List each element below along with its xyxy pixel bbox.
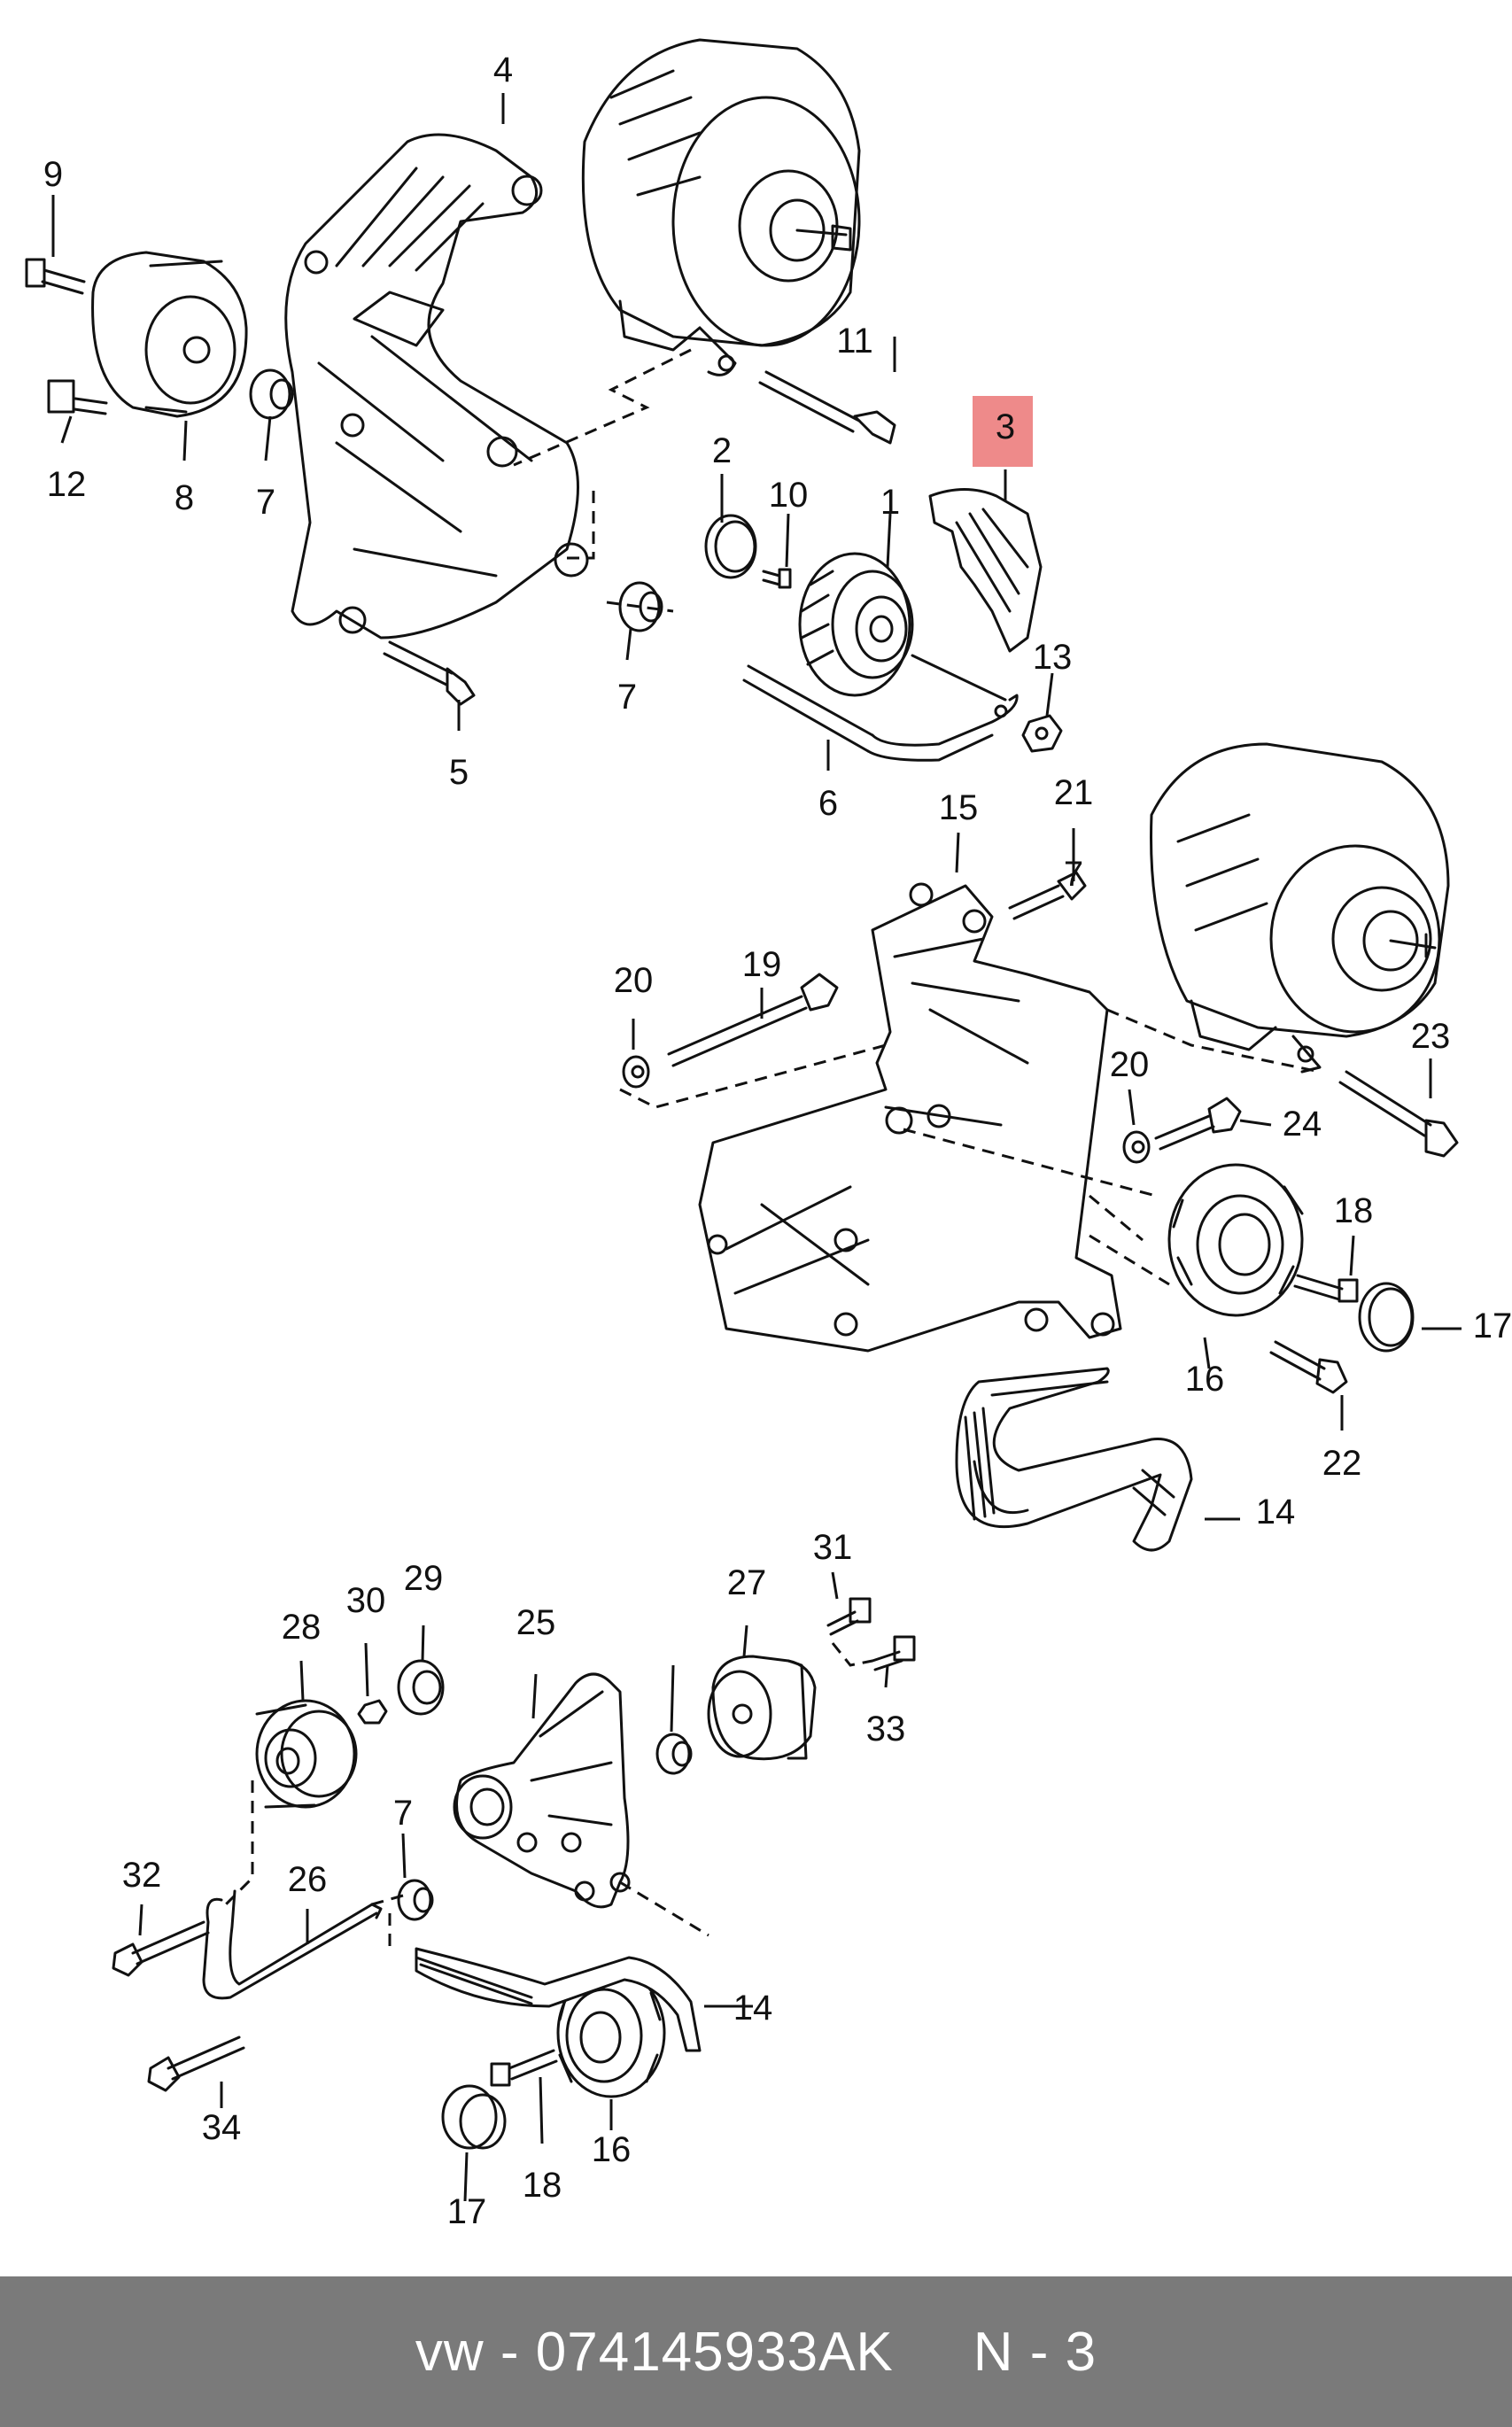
callout-2: 2: [712, 431, 732, 470]
highlight-part-3: [973, 396, 1033, 467]
callout-28: 28: [282, 1608, 322, 1647]
callout-30: 30: [346, 1581, 386, 1620]
callout-29: 29: [404, 1559, 444, 1598]
tensioner-part-27: [707, 1655, 817, 1761]
callout-7: 7: [1064, 855, 1083, 894]
pulley-part-28: [255, 1699, 358, 1809]
callout-22: 22: [1322, 1444, 1362, 1483]
footer-separator: -: [500, 2321, 520, 2383]
callout-20: 20: [614, 961, 654, 1000]
callout-25: 25: [516, 1603, 556, 1642]
callout-6: 6: [818, 784, 838, 823]
callout-13: 13: [1033, 638, 1073, 677]
callout-11: 11: [836, 322, 873, 361]
callout-31: 31: [813, 1528, 853, 1567]
rod-part-26: [202, 1889, 383, 2000]
callout-17: 17: [1473, 1307, 1512, 1345]
callout-5: 5: [449, 753, 469, 792]
callout-34: 34: [202, 2108, 242, 2147]
callout-12: 12: [47, 465, 87, 504]
callout-14: 14: [1256, 1493, 1296, 1531]
bracket-part-25: [453, 1672, 631, 1909]
callout-7: 7: [256, 483, 275, 522]
callout-16: 16: [592, 2130, 632, 2169]
callout-7: 7: [617, 678, 637, 717]
leader-lines: [51, 93, 1462, 2202]
belt-part-14-bottom: [415, 1947, 702, 2052]
footer-brand: vw: [415, 2321, 485, 2383]
alternator-top: [581, 38, 861, 376]
bracket-part-15: [698, 882, 1122, 1353]
callout-1: 1: [880, 483, 900, 522]
bracket-part-4: [284, 133, 589, 640]
callout-23: 23: [1411, 1017, 1451, 1056]
callout-18: 18: [523, 2166, 562, 2205]
callout-9: 9: [43, 155, 63, 194]
callout-32: 32: [122, 1856, 162, 1895]
callout-27: 27: [727, 1563, 767, 1602]
callout-4: 4: [493, 50, 513, 89]
small-parts-top: [25, 251, 1063, 753]
callout-17: 17: [447, 2192, 487, 2231]
small-parts-bottom: [112, 1597, 916, 2150]
parts-diagram: 1234567777891011121314141516161717181819…: [25, 38, 1512, 2231]
callout-16: 16: [1185, 1360, 1225, 1399]
callout-7: 7: [393, 1794, 413, 1833]
callout-14: 14: [733, 1989, 773, 2028]
pulley-part-16-middle: [1167, 1163, 1304, 1317]
dashed-connectors: [224, 348, 1321, 1949]
pulley-part-1: [798, 552, 1007, 702]
callout-10: 10: [769, 476, 809, 515]
rod-part-6: [742, 664, 1019, 762]
footer-part-number: 074145933AK: [535, 2321, 894, 2383]
callout-33: 33: [866, 1710, 906, 1749]
footer-ref: N - 3: [973, 2321, 1097, 2383]
callout-8: 8: [174, 478, 194, 517]
callout-19: 19: [742, 945, 782, 984]
footer-bar: vw - 074145933AK N - 3: [0, 2276, 1512, 2427]
callout-24: 24: [1283, 1105, 1322, 1144]
small-parts-middle: [622, 871, 1459, 1394]
callout-26: 26: [288, 1860, 328, 1899]
belt-part-14-middle: [955, 1367, 1193, 1552]
callout-21: 21: [1054, 773, 1094, 812]
callout-labels: 1234567777891011121314141516161717181819…: [43, 50, 1512, 2231]
callout-20: 20: [1110, 1045, 1150, 1084]
alternator-middle: [1150, 742, 1450, 1074]
callout-18: 18: [1334, 1191, 1374, 1230]
callout-15: 15: [939, 788, 979, 827]
callout-3: 3: [996, 407, 1015, 446]
